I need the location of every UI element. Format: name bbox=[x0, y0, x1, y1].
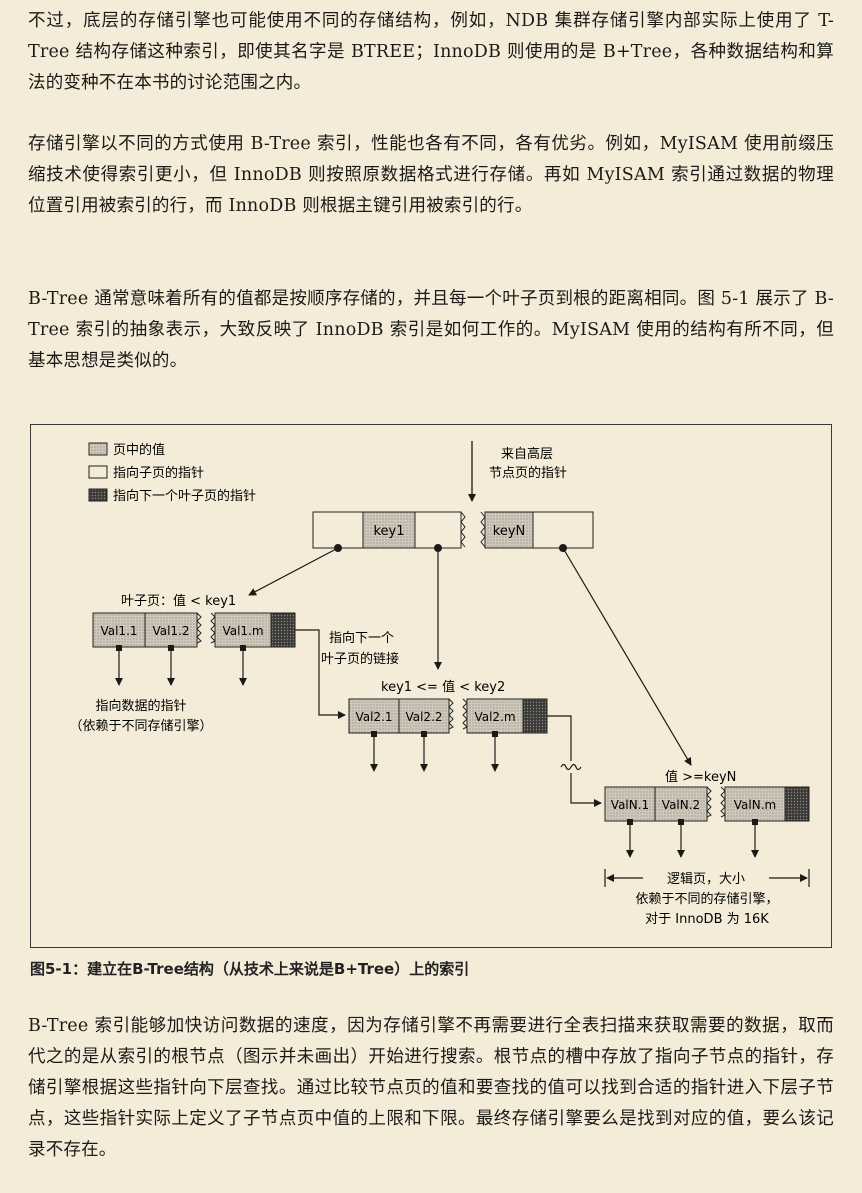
legend-pointer-swatch bbox=[88, 465, 108, 479]
leaf1-cell-m: Val1.m bbox=[222, 624, 263, 638]
from-upper-label-2: 节点页的指针 bbox=[489, 465, 567, 481]
legend-next-leaf-swatch bbox=[88, 488, 108, 502]
next-leaf-link-1 bbox=[295, 629, 346, 719]
logical-page-label-3: 对于 InnoDB 为 16K bbox=[645, 912, 769, 927]
leafn-cell-1: ValN.1 bbox=[611, 798, 649, 812]
logical-page-note: 逻辑页，大小 依赖于不同的存储引擎， 对于 InnoDB 为 16K bbox=[604, 869, 810, 927]
btree-diagram: 页中的值 指向子页的指针 指向下一个叶子页的指针 来自高层 节点页的指针 key… bbox=[69, 441, 810, 927]
leaf2-cell-m: Val2.m bbox=[474, 710, 515, 724]
leaf2-cell-1: Val2.1 bbox=[355, 710, 392, 724]
next-leaf-label-2: 叶子页的链接 bbox=[321, 651, 399, 667]
paragraph-4: B-Tree 索引能够加快访问数据的速度，因为存储引擎不再需要进行全表扫描来获取… bbox=[28, 1016, 834, 1160]
root-node: key1 keyN bbox=[312, 511, 594, 552]
figure-caption: 图5-1：建立在B-Tree结构（从技术上来说是B+Tree）上的索引 bbox=[30, 960, 470, 978]
leaf2-cell-2: Val2.2 bbox=[405, 710, 442, 724]
legend-value-label: 页中的值 bbox=[113, 442, 165, 458]
from-upper-label-1: 来自高层 bbox=[501, 446, 553, 462]
legend-pointer-label: 指向子页的指针 bbox=[113, 465, 204, 481]
paragraph-3: B-Tree 通常意味着所有的值都是按顺序存储的，并且每一个叶子页到根的距离相同… bbox=[28, 289, 834, 371]
leafn-cell-2: ValN.2 bbox=[662, 798, 700, 812]
data-pointer-label-1: 指向数据的指针 bbox=[95, 698, 186, 714]
pointer-to-leaf1 bbox=[248, 547, 339, 596]
leaf1-label: 叶子页：值 < key1 bbox=[121, 593, 236, 609]
pointer-to-leaf3 bbox=[562, 547, 692, 766]
leaf1-cell-2: Val1.2 bbox=[152, 624, 189, 638]
btree-figure: 页中的值 指向子页的指针 指向下一个叶子页的指针 来自高层 节点页的指针 key… bbox=[30, 424, 832, 948]
logical-page-label-1: 逻辑页，大小 bbox=[667, 872, 745, 887]
legend: 页中的值 指向子页的指针 指向下一个叶子页的指针 bbox=[88, 442, 256, 504]
root-key-1: key1 bbox=[373, 524, 404, 539]
leaf1-cell-1: Val1.1 bbox=[100, 624, 137, 638]
leafn-cell-m: ValN.m bbox=[734, 798, 776, 812]
leaf-page-2: key1 <= 值 < key2 Val2.1 Val2.2 Val2.m bbox=[348, 679, 548, 772]
next-leaf-label-1: 指向下一个 bbox=[329, 630, 394, 646]
leaf2-label: key1 <= 值 < key2 bbox=[381, 679, 505, 695]
leaf-page-1: 叶子页：值 < key1 Val1.1 Val1.2 Val1.m bbox=[92, 593, 296, 686]
leafn-label: 值 >=keyN bbox=[665, 769, 736, 785]
data-pointer-label-2: （依赖于不同存储引擎） bbox=[69, 719, 212, 734]
root-key-n: keyN bbox=[493, 524, 525, 539]
paragraph-1: 不过，底层的存储引擎也可能使用不同的存储结构，例如，NDB 集群存储引擎内部实际… bbox=[28, 11, 834, 93]
next-leaf-link-2 bbox=[547, 715, 572, 761]
paragraph-2: 存储引擎以不同的方式使用 B-Tree 索引，性能也各有不同，各有优劣。例如，M… bbox=[28, 134, 834, 216]
legend-next-leaf-label: 指向下一个叶子页的指针 bbox=[113, 488, 256, 504]
leaf-page-n: 值 >=keyN ValN.1 ValN.2 ValN.m bbox=[604, 769, 810, 858]
legend-value-swatch bbox=[88, 442, 108, 456]
logical-page-label-2: 依赖于不同的存储引擎， bbox=[635, 891, 778, 907]
